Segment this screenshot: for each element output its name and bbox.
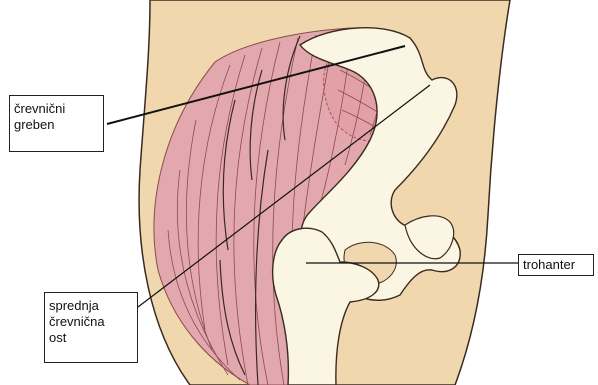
label-iliac-crest-line-2: greben (14, 117, 99, 133)
label-anterior-spine-line-2: črevnična (49, 314, 133, 330)
label-anterior-spine-line-3: ost (49, 330, 133, 346)
label-anterior-spine-line-1: sprednja (49, 298, 133, 314)
label-trochanter-line-1: trohanter (523, 257, 589, 273)
label-iliac-crest: črevnični greben (9, 95, 104, 152)
label-trochanter: trohanter (518, 254, 594, 276)
label-anterior-iliac-spine: sprednja črevnična ost (44, 292, 138, 363)
label-iliac-crest-line-1: črevnični (14, 101, 99, 117)
